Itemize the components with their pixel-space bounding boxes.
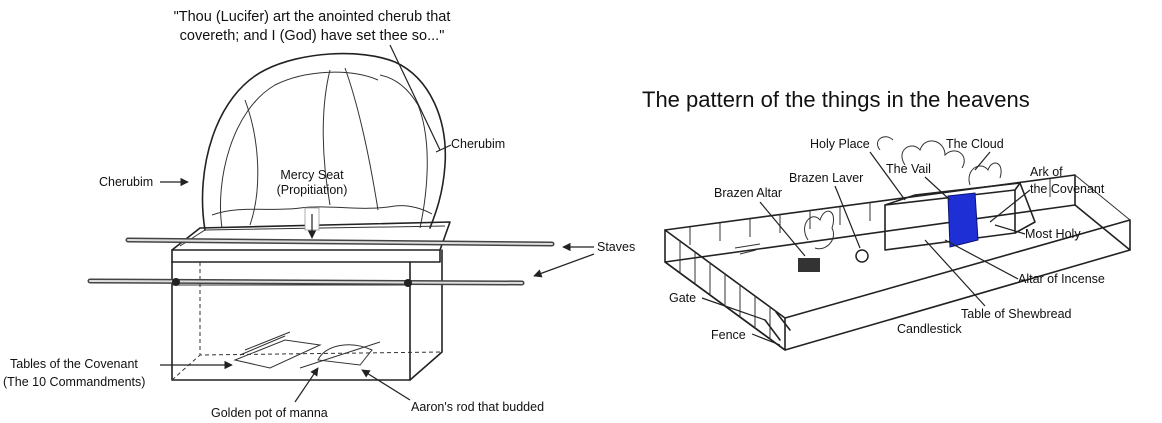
quote-pointer-line bbox=[389, 44, 441, 151]
table-of-shewbread-pointer bbox=[924, 239, 986, 307]
aarons-rod-arrow bbox=[361, 369, 411, 401]
tabernacle-illustration bbox=[664, 136, 1131, 351]
cherubim-right-label: Cherubim bbox=[451, 137, 505, 151]
mercy-seat-label-line1: Mercy Seat bbox=[280, 168, 344, 182]
golden-pot-label: Golden pot of manna bbox=[211, 406, 328, 420]
ark-of-covenant-pointer bbox=[989, 189, 1031, 223]
tabernacle-title: The pattern of the things in the heavens bbox=[642, 87, 1030, 112]
cherubim-left-label: Cherubim bbox=[99, 175, 153, 189]
most-holy-pointer bbox=[994, 224, 1026, 235]
candlestick-label: Candlestick bbox=[897, 322, 962, 336]
staves-label: Staves bbox=[597, 240, 635, 254]
brazen-altar-label: Brazen Altar bbox=[714, 186, 782, 200]
cherubim-right-pointer bbox=[435, 144, 452, 153]
ark-quote-line1: "Thou (Lucifer) art the anointed cherub … bbox=[174, 9, 451, 25]
ark-quote-line2: covereth; and I (God) have set thee so..… bbox=[180, 28, 445, 44]
fence-label: Fence bbox=[711, 328, 746, 342]
staves-arrow-lower bbox=[533, 253, 595, 278]
ark-illustration bbox=[87, 52, 555, 381]
fence-pointer bbox=[751, 333, 781, 346]
holy-place-pointer bbox=[869, 151, 906, 201]
the-cloud-pointer bbox=[974, 151, 991, 171]
the-cloud-label: The Cloud bbox=[946, 137, 1004, 151]
brazen-laver-pointer bbox=[834, 185, 861, 249]
table-of-shewbread-label: Table of Shewbread bbox=[961, 307, 1072, 321]
altar-of-incense-pointer bbox=[944, 239, 1019, 280]
altar-of-incense-label: Altar of Incense bbox=[1018, 272, 1105, 286]
ark-of-covenant-label-line1: Ark of bbox=[1030, 165, 1063, 179]
mercy-seat-label-line2: (Propitiation) bbox=[277, 183, 348, 197]
tables-label-line1: Tables of the Covenant bbox=[10, 357, 138, 371]
gate-pointer bbox=[701, 297, 766, 321]
tables-label-line2: (The 10 Commandments) bbox=[3, 375, 145, 389]
ark-of-covenant-label-line2: the Covenant bbox=[1030, 182, 1105, 196]
brazen-laver-label: Brazen Laver bbox=[789, 171, 863, 185]
most-holy-label: Most Holy bbox=[1025, 227, 1081, 241]
gate-label: Gate bbox=[669, 291, 696, 305]
golden-pot-arrow bbox=[294, 367, 319, 403]
the-vail-label: The Vail bbox=[886, 162, 931, 176]
holy-place-label: Holy Place bbox=[810, 137, 870, 151]
brazen-altar-pointer bbox=[759, 201, 806, 257]
aarons-rod-label: Aaron's rod that budded bbox=[411, 400, 544, 414]
the-vail-pointer bbox=[924, 176, 951, 201]
